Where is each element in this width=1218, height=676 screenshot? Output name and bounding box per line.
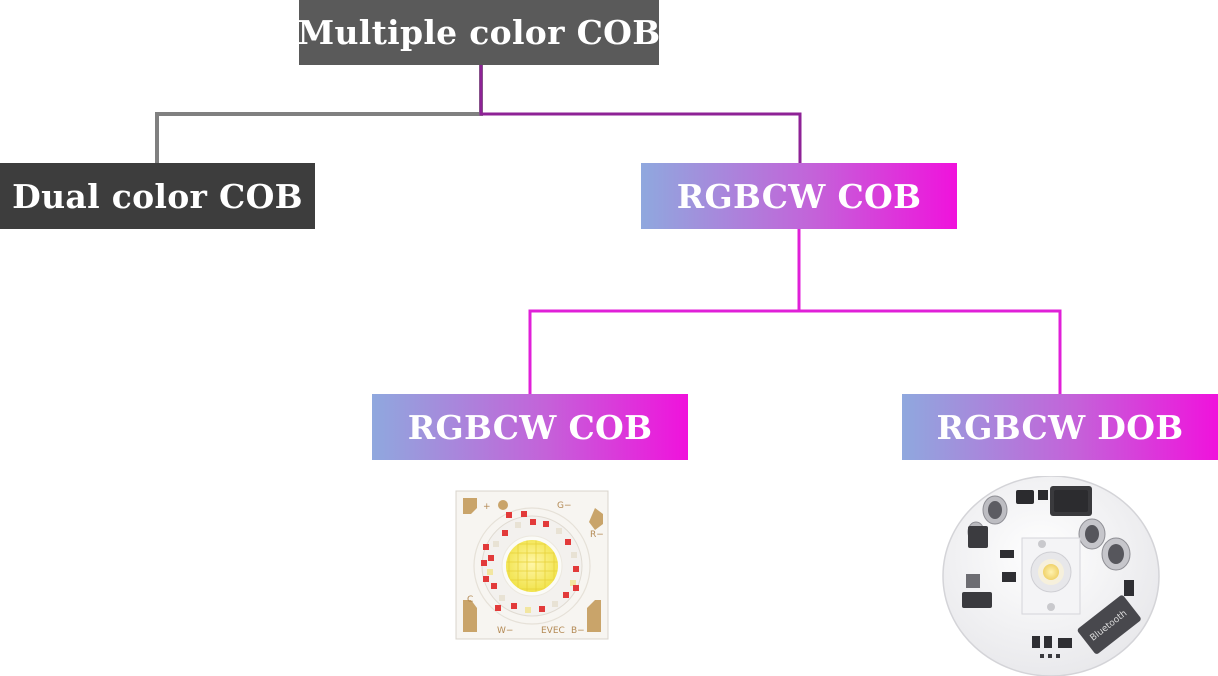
connector-rgbcw-to-dob bbox=[799, 309, 1062, 394]
connector-root-to-rgbcw bbox=[479, 65, 802, 163]
led-ring bbox=[481, 511, 579, 613]
chip-label-g: G− bbox=[557, 501, 572, 511]
rgbcw-cob-node: RGBCW COB bbox=[641, 163, 957, 229]
root-node: Multiple color COB bbox=[298, 0, 660, 65]
rgbcw-cob-chip-image: + G− R− C W− EVEC B− bbox=[455, 490, 609, 640]
chip-label-r: R− bbox=[590, 530, 604, 540]
connector-rgbcw-to-cob bbox=[528, 229, 801, 394]
chip-label-brand: EVEC bbox=[541, 626, 565, 636]
rgbcw-dob-child-node: RGBCW DOB bbox=[902, 394, 1218, 460]
dual-color-cob-node: Dual color COB bbox=[0, 163, 315, 229]
chip-label-plus: + bbox=[483, 502, 491, 512]
rgbcw-dob-module-image: Bluetooth bbox=[942, 476, 1160, 676]
chip-label-b: B− bbox=[571, 626, 585, 636]
connector-root-to-dual bbox=[155, 65, 483, 163]
rgbcw-cob-child-node: RGBCW COB bbox=[372, 394, 688, 460]
chip-label-w: W− bbox=[497, 626, 513, 636]
chip-label-c: C bbox=[467, 595, 473, 605]
